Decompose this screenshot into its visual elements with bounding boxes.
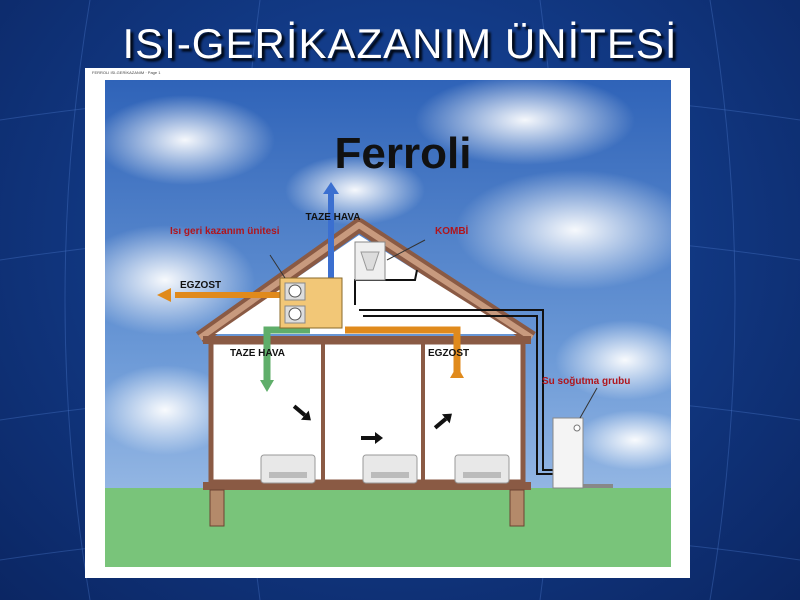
fan-coil-units — [260, 454, 510, 484]
document-page: FERROLI ISI-GERİKAZANIM · Page 1 — [85, 68, 690, 578]
duct-fresh-air-room — [260, 326, 310, 392]
floor-beam — [203, 482, 531, 490]
unit-pointer — [269, 254, 286, 279]
ferroli-logo: Ferroli — [335, 129, 472, 178]
document-header: FERROLI ISI-GERİKAZANIM · Page 1 — [92, 70, 161, 75]
fan-coil-2 — [362, 454, 418, 484]
duct-exhaust-room — [345, 326, 464, 378]
pier-left — [209, 489, 225, 527]
duct-exhaust-left — [157, 288, 285, 302]
chiller-graphic — [552, 387, 613, 489]
label-kombi: KOMBİ — [435, 224, 469, 237]
fan-coil-3 — [454, 454, 510, 484]
heat-recovery-unit-graphic — [279, 277, 343, 329]
ceiling-beam — [203, 336, 531, 344]
pier-right — [509, 489, 525, 527]
kombi-graphic — [354, 239, 426, 281]
fan-coil-1 — [260, 454, 316, 484]
label-egzost-left: EGZOST — [180, 280, 221, 291]
label-egzost-room: EGZOST — [428, 348, 469, 359]
label-taze-hava-room: TAZE HAVA — [230, 348, 285, 359]
label-heat-recovery-unit: Isı geri kazanım ünitesi — [170, 226, 280, 237]
slide-title: ISI-GERİKAZANIM ÜNİTESİ — [122, 20, 678, 67]
grass — [105, 488, 671, 567]
heat-recovery-illustration: Ferroli — [105, 80, 671, 567]
airflow-arrows — [292, 404, 452, 444]
clouds — [105, 80, 671, 470]
label-taze-hava-top: TAZE HAVA — [306, 212, 361, 223]
label-chiller: Su soğutma grubu — [542, 376, 630, 387]
duct-fresh-air-top — [323, 182, 339, 302]
